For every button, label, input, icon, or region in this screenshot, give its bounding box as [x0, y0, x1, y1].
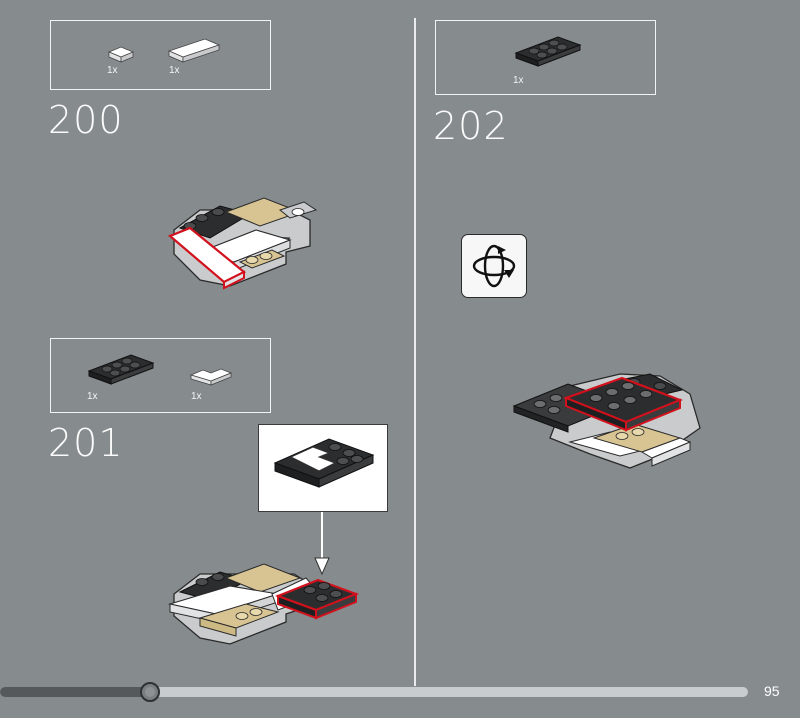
- step-number: 201: [48, 421, 124, 465]
- rotate-model-callout: [461, 234, 527, 298]
- white-tile-2x4-icon: [167, 38, 221, 63]
- rotate-model-icon: [472, 244, 516, 288]
- part-qty: 1x: [191, 391, 202, 402]
- white-corner-plate-icon: [189, 368, 233, 386]
- parts-box-step-202: 1x: [435, 20, 656, 95]
- detail-callout: [258, 424, 388, 512]
- model-assembly-step-202: [512, 373, 701, 469]
- white-tile-1x1-icon: [107, 46, 135, 63]
- model-assembly-step-200: [167, 197, 318, 290]
- progress-handle[interactable]: [140, 682, 160, 702]
- step-number: 202: [433, 104, 509, 148]
- part-qty: 1x: [169, 65, 180, 76]
- progress-track[interactable]: [0, 687, 748, 697]
- part-qty: 1x: [107, 65, 118, 76]
- parts-box-step-200: 1x 1x: [50, 20, 271, 90]
- black-plate-2x4-icon: [87, 354, 155, 385]
- arrow-down-icon: [314, 512, 330, 576]
- parts-box-step-201: 1x 1x: [50, 338, 271, 413]
- progress-fill: [0, 687, 150, 697]
- model-assembly-step-201: [167, 563, 360, 645]
- black-plate-2x4-icon: [514, 36, 582, 67]
- step-number: 200: [48, 98, 124, 142]
- part-qty: 1x: [513, 75, 524, 86]
- callout-detail-illustration: [273, 438, 375, 488]
- page-number: 95: [764, 683, 780, 699]
- column-divider: [414, 18, 416, 686]
- part-qty: 1x: [87, 391, 98, 402]
